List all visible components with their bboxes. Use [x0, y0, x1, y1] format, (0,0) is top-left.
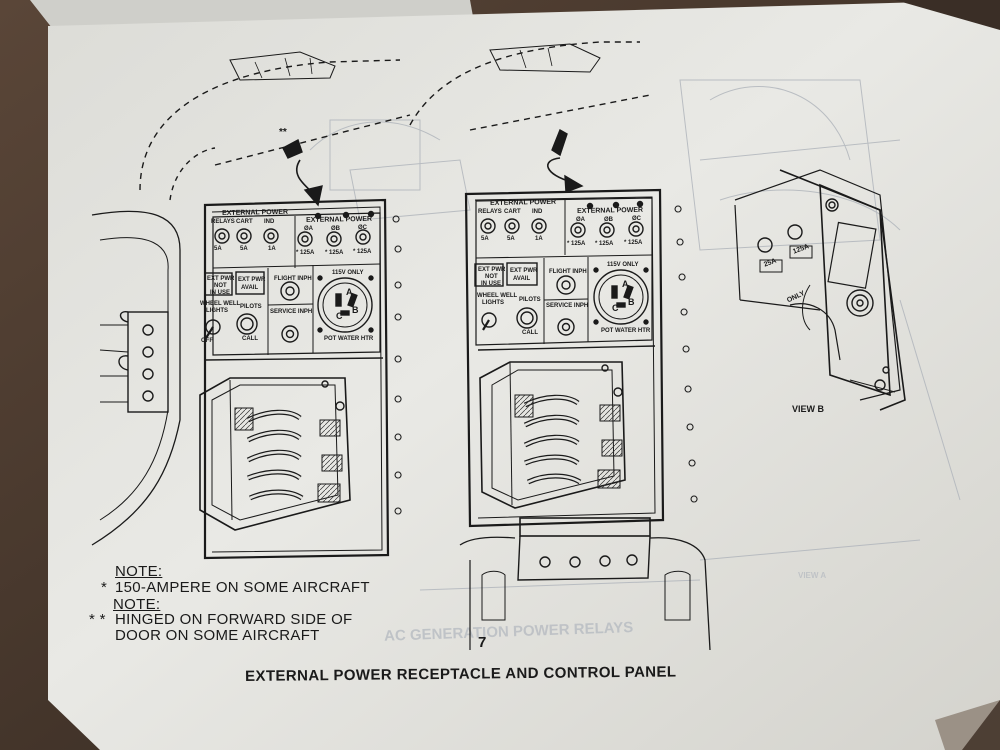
left-cart-label: CART — [236, 219, 253, 225]
right-pilots-2: CALL — [522, 330, 538, 336]
left-relays-rating: 5A — [214, 246, 222, 252]
paper-sheet — [48, 0, 1000, 750]
right-phase-title: EXTERNAL POWER — [577, 206, 644, 215]
left-avail-2: AVAIL — [241, 285, 259, 291]
right-flight-inph: FLIGHT INPH — [549, 269, 587, 275]
right-phase-a-rating: * 125A — [567, 241, 586, 247]
right-phase-b-rating: * 125A — [595, 241, 614, 247]
right-pin-a: A — [622, 279, 629, 289]
left-phase-c-rating: * 125A — [353, 249, 372, 255]
right-pilots-1: PILOTS — [519, 297, 541, 303]
left-phase-title: EXTERNAL POWER — [306, 215, 373, 224]
right-avail-1: EXT PWR — [510, 268, 538, 274]
bleed-through-drawing — [309, 79, 961, 591]
note-2-heading: NOTE: — [113, 596, 161, 613]
right-phase-c-label: ØC — [632, 216, 641, 222]
right-outlet-label: 115V ONLY — [607, 262, 639, 268]
left-pilots-1: PILOTS — [240, 304, 262, 310]
left-pin-c: C — [336, 311, 343, 321]
left-avail-1: EXT PWR — [238, 277, 266, 283]
bleed-through-subheading: VIEW A — [798, 571, 826, 580]
note-1-heading: NOTE: — [115, 563, 163, 580]
left-flight-inph: FLIGHT INPH — [274, 276, 312, 282]
left-cart-rating: 5A — [240, 246, 248, 252]
right-figure — [409, 41, 711, 651]
right-relays-label: RELAYS — [478, 209, 502, 215]
right-cart-rating: 5A — [507, 236, 515, 242]
left-not-in-use-3: IN USE — [210, 290, 231, 296]
left-figure — [91, 51, 411, 560]
right-ind-label: IND — [532, 209, 543, 215]
left-not-in-use-2: NOT — [214, 283, 227, 289]
left-phase-c-label: ØC — [358, 225, 367, 231]
left-ind-rating: 1A — [268, 246, 276, 252]
right-pot-water: POT WATER HTR — [601, 328, 651, 334]
note-2-marker: * * — [89, 611, 106, 628]
left-wheel-well-2: LIGHTS — [206, 308, 228, 314]
left-phase-b-label: ØB — [331, 226, 340, 232]
right-not-in-use-2: NOT — [485, 274, 498, 280]
hinge-note-marker: ** — [279, 127, 287, 138]
right-not-in-use-3: IN USE — [481, 281, 502, 287]
left-wheel-well-1: WHEEL WELL — [200, 301, 241, 307]
left-pot-water: POT WATER HTR — [324, 336, 374, 342]
right-not-in-use-1: EXT PWR — [478, 267, 506, 273]
right-pin-b: B — [628, 297, 635, 307]
left-service-inph: SERVICE INPH — [270, 309, 313, 315]
note-1-marker: * — [101, 579, 108, 596]
right-relays-title: EXTERNAL POWER — [490, 198, 557, 207]
right-service-inph: SERVICE INPH — [546, 303, 589, 309]
right-pin-c: C — [612, 303, 619, 313]
left-ind-label: IND — [264, 219, 275, 225]
left-phase-b-rating: * 125A — [325, 250, 344, 256]
right-relays-rating: 5A — [481, 236, 489, 242]
right-phase-c-rating: * 125A — [624, 240, 643, 246]
note-1-text: 150-AMPERE ON SOME AIRCRAFT — [115, 579, 370, 596]
left-phase-a-rating: * 125A — [296, 250, 315, 256]
left-pin-b: B — [352, 305, 359, 315]
left-relays-title: EXTERNAL POWER — [222, 208, 289, 217]
right-cart-label: CART — [504, 209, 521, 215]
note-2-text-line2: DOOR ON SOME AIRCRAFT — [115, 627, 320, 644]
left-pin-a: A — [346, 287, 353, 297]
note-2-text-line1: HINGED ON FORWARD SIDE OF — [115, 611, 353, 628]
view-b-figure — [734, 169, 906, 411]
left-off-label: OFF — [201, 338, 213, 344]
left-outlet-label: 115V ONLY — [332, 270, 364, 276]
right-wheel-well-2: LIGHTS — [482, 300, 504, 306]
view-b-label: VIEW B — [792, 404, 825, 414]
left-phase-a-label: ØA — [304, 226, 313, 232]
right-phase-b-label: ØB — [604, 217, 613, 223]
right-phase-a-label: ØA — [576, 217, 585, 223]
page-number: 7 — [478, 634, 487, 651]
left-not-in-use-1: EXT PWR — [207, 276, 235, 282]
left-relays-label: RELAYS — [211, 219, 235, 225]
right-ind-rating: 1A — [535, 236, 543, 242]
right-wheel-well-1: WHEEL WELL — [477, 293, 518, 299]
left-pilots-2: CALL — [242, 336, 258, 342]
right-avail-2: AVAIL — [513, 276, 531, 282]
